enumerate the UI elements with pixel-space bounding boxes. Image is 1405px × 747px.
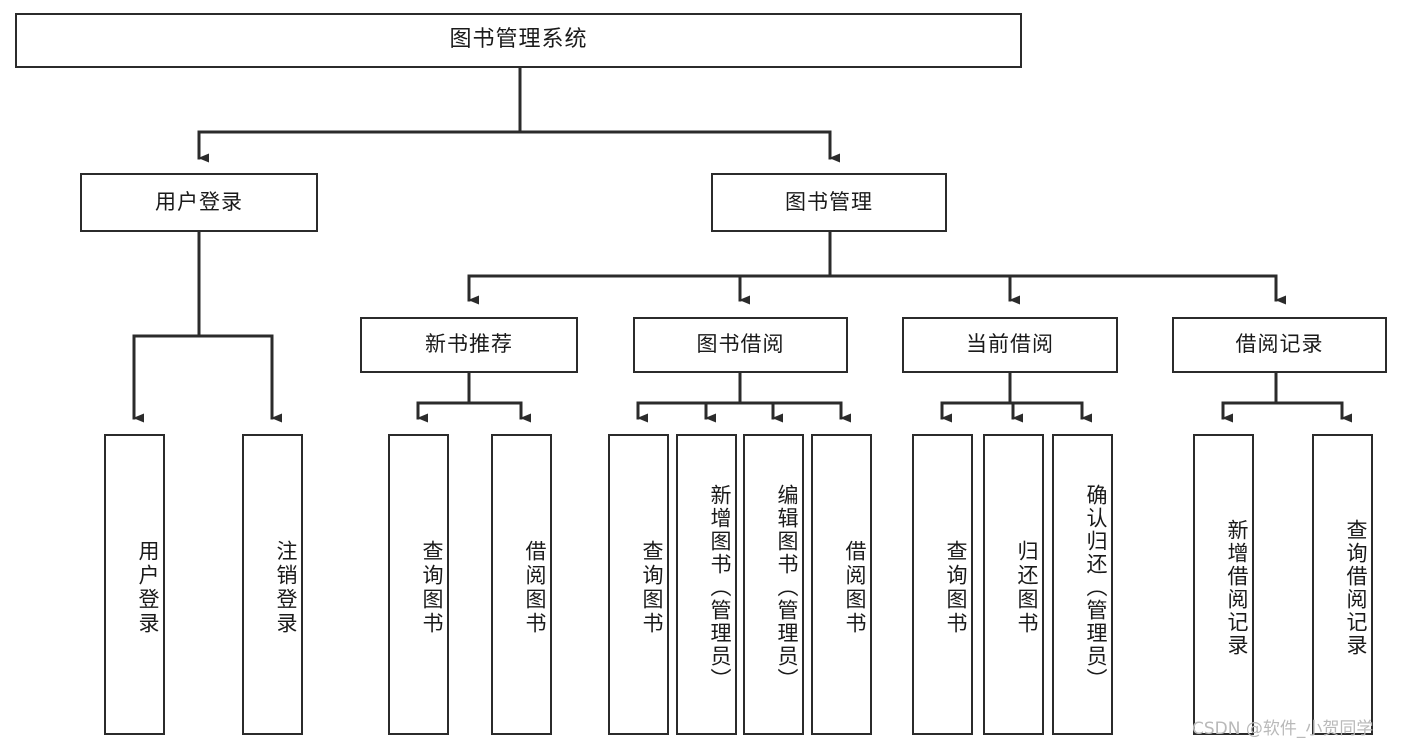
node-label: 用户登录	[155, 189, 243, 214]
node-label: 编辑图书（管理员）	[775, 484, 799, 691]
leaf-add-borrow-record[interactable]: 新增借阅记录	[1193, 434, 1254, 735]
node-book-manage[interactable]: 图书管理	[711, 173, 947, 232]
leaf-query-book-borrow[interactable]: 查询图书	[608, 434, 669, 735]
node-label: 确认归还（管理员）	[1084, 484, 1108, 691]
leaf-user-login[interactable]: 用户登录	[104, 434, 165, 735]
node-label: 查询图书	[420, 539, 444, 636]
leaf-add-book[interactable]: 新增图书（管理员）	[676, 434, 737, 735]
node-label: 借阅图书	[843, 539, 867, 636]
node-label: 归还图书	[1015, 539, 1039, 636]
node-label: 当前借阅	[966, 332, 1054, 357]
leaf-logout-login[interactable]: 注销登录	[242, 434, 303, 735]
node-new-book-recommend[interactable]: 新书推荐	[360, 317, 578, 373]
leaf-edit-book[interactable]: 编辑图书（管理员）	[743, 434, 804, 735]
node-borrow-record[interactable]: 借阅记录	[1172, 317, 1387, 373]
leaf-borrow-book-recommend[interactable]: 借阅图书	[491, 434, 552, 735]
leaf-query-borrow-record[interactable]: 查询借阅记录	[1312, 434, 1373, 735]
node-user-login[interactable]: 用户登录	[80, 173, 318, 232]
node-label: 借阅记录	[1235, 332, 1324, 357]
node-label: 新增图书（管理员）	[708, 484, 732, 691]
watermark: CSDN @软件_小贺同学	[1192, 719, 1374, 739]
node-label: 图书管理	[785, 189, 873, 214]
node-label: 用户登录	[136, 539, 160, 636]
leaf-query-book-recommend[interactable]: 查询图书	[388, 434, 449, 735]
node-label: 借阅图书	[523, 539, 547, 636]
node-book-borrow[interactable]: 图书借阅	[633, 317, 848, 373]
leaf-confirm-return[interactable]: 确认归还（管理员）	[1052, 434, 1113, 735]
node-label: 图书借阅	[696, 332, 785, 357]
node-label: 注销登录	[274, 539, 298, 636]
leaf-query-book-current[interactable]: 查询图书	[912, 434, 973, 735]
node-current-borrow[interactable]: 当前借阅	[902, 317, 1118, 373]
node-label: 查询图书	[640, 539, 664, 636]
node-label: 查询图书	[944, 539, 968, 636]
node-label: 查询借阅记录	[1344, 518, 1368, 657]
node-label: 图书管理系统	[449, 27, 588, 53]
leaf-return-book[interactable]: 归还图书	[983, 434, 1044, 735]
leaf-borrow-book[interactable]: 借阅图书	[811, 434, 872, 735]
node-label: 新增借阅记录	[1225, 518, 1249, 657]
node-root-system[interactable]: 图书管理系统	[15, 13, 1022, 68]
node-label: 新书推荐	[425, 332, 513, 357]
